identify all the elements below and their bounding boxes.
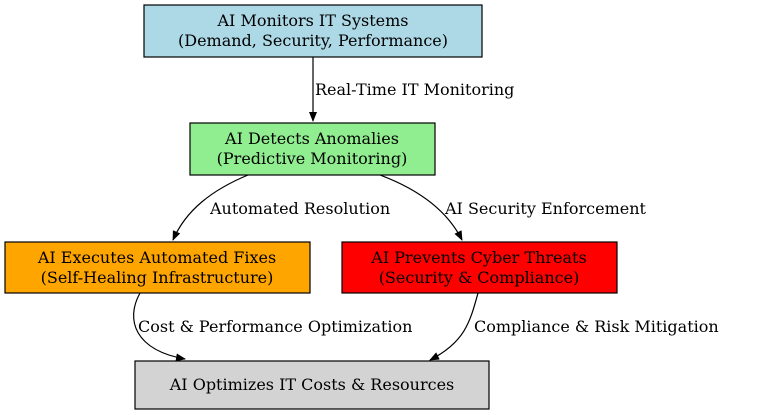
edge-label-detect-fixes: Automated Resolution (209, 199, 390, 218)
edge-fixes-to-optimize (133, 292, 186, 362)
node-monitor-title: AI Monitors IT Systems (217, 11, 409, 30)
node-monitor-subtitle: (Demand, Security, Performance) (178, 31, 448, 50)
edge-detect-to-threats (379, 174, 463, 241)
node-threats-title: AI Prevents Cyber Threats (370, 248, 586, 267)
edge-label-detect-threats: AI Security Enforcement (444, 199, 647, 218)
node-threats-subtitle: (Security & Compliance) (379, 268, 580, 287)
node-detect-box (189, 122, 436, 176)
node-fixes: AI Executes Automated Fixes (Self-Healin… (4, 241, 311, 294)
edge-label-fixes-optimize: Cost & Performance Optimization (138, 317, 412, 336)
edge-labels: Real-Time IT Monitoring Automated Resolu… (138, 80, 719, 336)
node-optimize-title: AI Optimizes IT Costs & Resources (169, 375, 455, 394)
node-detect: AI Detects Anomalies (Predictive Monitor… (189, 122, 436, 176)
edge-label-threats-optimize: Compliance & Risk Mitigation (474, 317, 719, 336)
node-fixes-box (4, 241, 311, 294)
node-monitor: AI Monitors IT Systems (Demand, Security… (143, 4, 483, 58)
edge-label-monitor-detect: Real-Time IT Monitoring (315, 80, 514, 99)
node-fixes-subtitle: (Self-Healing Infrastructure) (41, 268, 274, 287)
edges (133, 57, 479, 362)
node-threats: AI Prevents Cyber Threats (Security & Co… (341, 241, 618, 294)
node-threats-box (341, 241, 618, 294)
edge-detect-to-fixes (172, 174, 249, 241)
node-fixes-title: AI Executes Automated Fixes (37, 248, 276, 267)
node-optimize: AI Optimizes IT Costs & Resources (134, 360, 490, 410)
node-detect-title: AI Detects Anomalies (224, 129, 399, 148)
node-detect-subtitle: (Predictive Monitoring) (217, 149, 408, 168)
edge-threats-to-optimize (429, 292, 479, 361)
node-optimize-box (134, 360, 490, 410)
node-monitor-box (143, 4, 483, 58)
